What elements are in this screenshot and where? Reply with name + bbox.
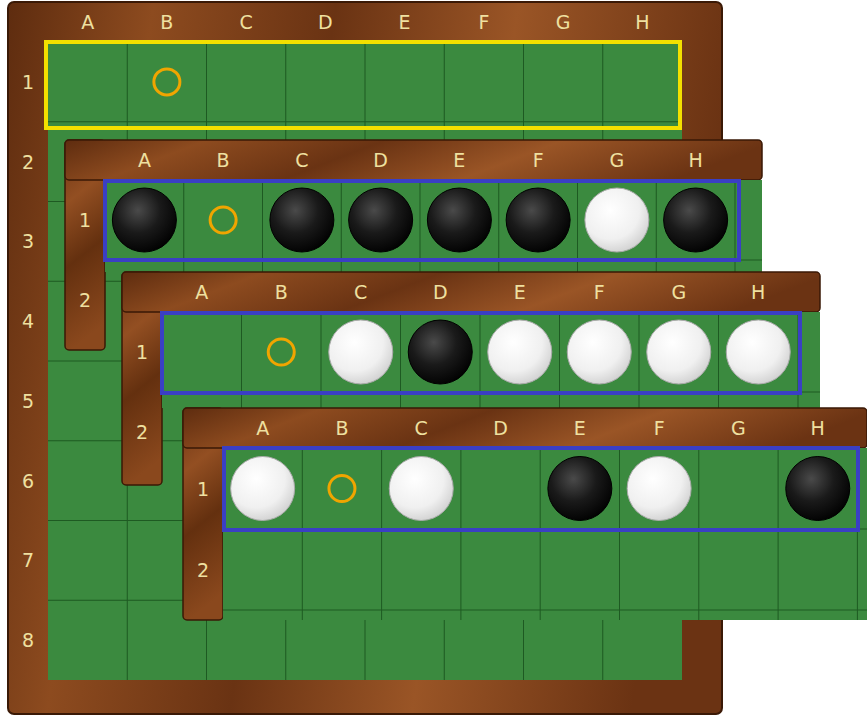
- white-stone: [585, 188, 649, 252]
- row-number: 2: [136, 423, 148, 442]
- grid-line: [619, 448, 620, 620]
- row-number: 3: [22, 232, 34, 251]
- row-number: 1: [197, 479, 209, 498]
- row-number: 7: [22, 551, 34, 570]
- row-highlight: [224, 448, 858, 530]
- column-letter: A: [138, 151, 151, 170]
- row-number: 2: [197, 560, 209, 579]
- white-stone: [726, 320, 790, 384]
- row-number: 2: [79, 291, 91, 310]
- column-letter: B: [335, 419, 348, 438]
- column-letter: F: [654, 419, 665, 438]
- black-stone: [664, 188, 728, 252]
- column-letter: C: [239, 13, 252, 32]
- column-letter: D: [373, 151, 388, 170]
- grid-line: [698, 448, 699, 620]
- column-letter: G: [610, 151, 625, 170]
- column-letter: F: [478, 13, 489, 32]
- column-letter: D: [493, 419, 508, 438]
- wood-frame: [122, 272, 820, 312]
- row-number: 2: [22, 152, 34, 171]
- grid-line: [302, 448, 303, 620]
- move-marker: [210, 207, 236, 233]
- column-letter: A: [256, 419, 269, 438]
- column-letter: A: [195, 283, 208, 302]
- column-letter: F: [533, 151, 544, 170]
- column-letter: B: [160, 13, 173, 32]
- row-number: 1: [22, 72, 34, 91]
- grid-line: [460, 448, 461, 620]
- white-stone: [567, 320, 631, 384]
- wood-frame: [183, 408, 867, 448]
- board: [183, 408, 867, 620]
- column-letter: C: [415, 419, 428, 438]
- black-stone: [548, 457, 612, 521]
- move-marker: [154, 69, 180, 95]
- column-letter: H: [751, 283, 765, 302]
- black-stone: [112, 188, 176, 252]
- column-letter: F: [594, 283, 605, 302]
- column-letter: B: [217, 151, 230, 170]
- white-stone: [488, 320, 552, 384]
- row-highlight: [105, 181, 739, 260]
- column-letter: E: [574, 419, 586, 438]
- black-stone: [786, 457, 850, 521]
- row-number: 8: [22, 631, 34, 650]
- column-letter: C: [295, 151, 308, 170]
- row-number: 1: [79, 211, 91, 230]
- board-surface: [105, 180, 762, 272]
- row-number: 1: [136, 343, 148, 362]
- white-stone: [329, 320, 393, 384]
- row-highlight: [46, 42, 680, 128]
- column-letter: G: [556, 13, 571, 32]
- black-stone: [349, 188, 413, 252]
- black-stone: [427, 188, 491, 252]
- white-stone: [627, 457, 691, 521]
- white-stone: [389, 457, 453, 521]
- row-number: 6: [22, 471, 34, 490]
- grid-line: [540, 448, 541, 620]
- row-number: 5: [22, 391, 34, 410]
- column-letter: E: [514, 283, 526, 302]
- black-stone: [270, 188, 334, 252]
- column-letter: A: [81, 13, 94, 32]
- row-number: 4: [22, 312, 34, 331]
- white-stone: [231, 457, 295, 521]
- column-letter: D: [433, 283, 448, 302]
- column-letter: G: [731, 419, 746, 438]
- white-stone: [647, 320, 711, 384]
- column-letter: H: [811, 419, 825, 438]
- column-letter: G: [671, 283, 686, 302]
- row-highlight: [162, 313, 800, 393]
- column-letter: B: [275, 283, 288, 302]
- move-marker: [329, 476, 355, 502]
- column-letter: H: [635, 13, 649, 32]
- column-letter: H: [688, 151, 702, 170]
- board-surface: [162, 312, 820, 408]
- grid-line: [381, 448, 382, 620]
- black-stone: [506, 188, 570, 252]
- column-letter: E: [453, 151, 465, 170]
- move-marker: [268, 339, 294, 365]
- black-stone: [408, 320, 472, 384]
- grid-line: [48, 121, 682, 122]
- grid-line: [778, 448, 779, 620]
- column-letter: E: [399, 13, 411, 32]
- grid-line: [223, 610, 867, 611]
- column-letter: C: [354, 283, 367, 302]
- board-surface: [223, 448, 867, 620]
- wood-frame: [65, 140, 762, 180]
- column-letter: D: [318, 13, 333, 32]
